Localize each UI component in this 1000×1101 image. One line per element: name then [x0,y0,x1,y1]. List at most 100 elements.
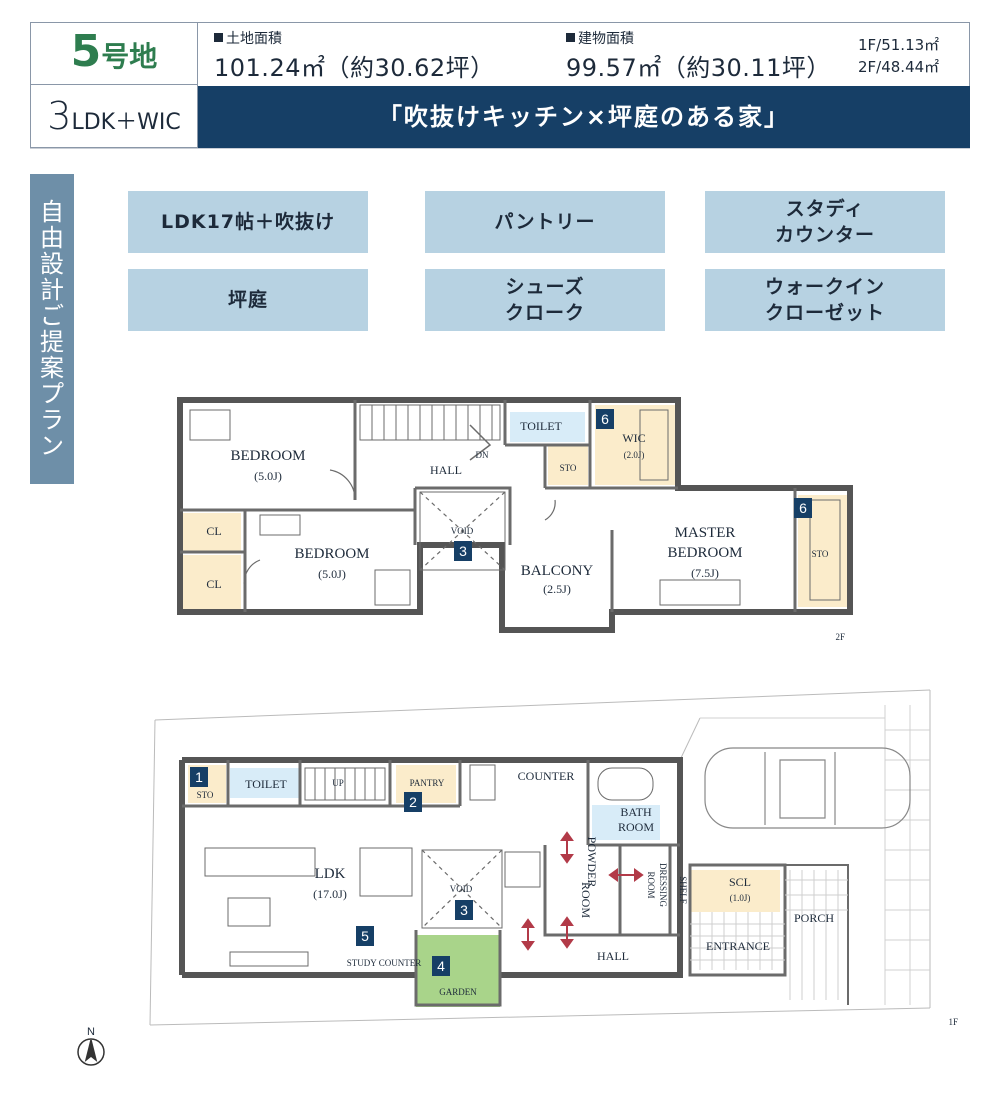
floor1-area: 1F/51.13㎡ [858,36,940,54]
floor2-area: 2F/48.44㎡ [858,58,940,76]
north-label: N [87,1026,95,1038]
svg-text:3: 3 [460,902,468,918]
cl1-fill [183,513,241,551]
tag-wic: 6 [596,409,614,429]
tag-sto: 6 [794,498,812,518]
dn-label: DN [476,450,489,460]
side-label-char: ラ [40,406,64,434]
master-label-1: MASTER [675,525,736,541]
master-size: (7.5J) [691,566,719,580]
powder-label-2: ROOM [579,882,593,918]
feature-ldk: LDK17帖＋吹抜け [128,191,368,253]
svg-text:2: 2 [409,794,417,810]
floor-areas: 1F/51.13㎡ 2F/48.44㎡ [858,34,939,78]
side-label-char: ン [40,432,64,460]
plan-1f-labels: STO TOILET UP PANTRY COUNTER BATH ROOM L… [87,767,958,1038]
bath-label-2: ROOM [618,820,654,834]
bedroom1-size: (5.0J) [254,469,282,483]
feature-study-counter: スタディカウンター [705,191,945,253]
pantry-label: PANTRY [410,778,445,788]
side-label-char: 案 [40,354,64,382]
sto-1f-label: STO [197,790,214,800]
cl1-label: CL [206,524,221,538]
feature-courtyard: 坪庭 [128,269,368,331]
wic-label: WIC [622,431,645,445]
building-area: 建物面積 99.57㎡（約30.11坪） [566,31,831,82]
side-label-char: 計 [40,276,64,304]
svg-text:3: 3 [459,543,467,559]
garden-fill [416,935,500,1007]
sto-label: STO [560,463,577,473]
svg-text:6: 6 [601,411,609,427]
svg-text:4: 4 [437,958,445,974]
plan-2f [177,397,853,633]
side-label-char: ご [40,302,64,330]
wic-size: (2.0J) [624,450,645,460]
lot-info: 5号地 3LDK＋WIC [30,22,198,148]
side-label-char: 自 [40,198,64,226]
porch-label: PORCH [794,911,834,925]
side-label-char: 設 [40,250,64,278]
master-label-2: BEDROOM [667,545,742,561]
side-label: 自由設計ご提案プラン [30,174,74,484]
feature-walk-in-closet: ウォークインクローゼット [705,269,945,331]
bath-label-1: BATH [620,805,652,819]
cl2-fill [183,555,241,610]
garden-label: GARDEN [439,987,477,997]
side-label-char: プ [40,380,64,408]
tag-1f-sto: 1 [190,767,208,787]
plan-type: 3LDK＋WIC [47,94,181,138]
svg-text:1: 1 [195,769,203,785]
counter-label: COUNTER [518,769,575,783]
bedroom2-size: (5.0J) [318,567,346,581]
feature-shoe-closet: シューズクローク [425,269,665,331]
north-arrow-icon [77,1038,105,1066]
ldk-label: LDK [315,866,346,882]
bullet-square-icon [214,33,223,42]
concept-banner: 「吹抜けキッチン×坪庭のある家」 [198,86,970,148]
tag-1f-pantry: 2 [404,792,422,812]
side-label-char: 由 [40,224,64,252]
floor-1f-label: 1F [948,1017,958,1027]
svg-text:6: 6 [799,500,807,516]
sto-fill [548,445,588,485]
balcony-label: BALCONY [521,563,594,579]
void-1f-label: VOID [450,884,473,894]
hall-label: HALL [430,463,462,477]
tag-void: 3 [454,541,472,561]
car-icon [704,747,911,829]
ldk-size: (17.0J) [313,887,347,901]
tag-1f-study: 5 [356,926,374,946]
toilet-fill [510,412,585,442]
void-label: VOID [451,526,474,536]
dressing-label-1: DRESSING [658,863,668,908]
bedroom1-label: BEDROOM [230,448,305,464]
study-label: STUDY COUNTER [347,958,421,968]
balcony-size: (2.5J) [543,582,571,596]
scl-size: (1.0J) [730,893,751,903]
feature-pantry: パントリー [425,191,665,253]
toilet-label: TOILET [520,419,562,433]
floor-2f-label: 2F [835,632,845,642]
svg-text:5: 5 [361,928,369,944]
lot-number: 5号地 [70,26,158,77]
land-area: 土地面積 101.24㎡（約30.62坪） [214,31,495,82]
side-label-char: 提 [40,328,64,356]
up-label: UP [332,778,344,788]
lot-divider [30,84,198,85]
tag-1f-void: 3 [455,900,473,920]
entrance-label: ENTRANCE [706,939,770,953]
shelf-label: SHELF [678,876,688,904]
bullet-square-icon [566,33,575,42]
header-rule [30,148,970,149]
plan-2f-labels: BEDROOM (5.0J) CL CL BEDROOM (5.0J) HALL… [206,409,845,642]
plan-1f [77,689,931,1066]
toilet-1f-label: TOILET [245,777,287,791]
dressing-label-2: ROOM [646,871,656,898]
scl-label: SCL [729,875,751,889]
powder-label-1: POWDER [585,837,599,888]
cl2-label: CL [206,577,221,591]
sto2-label: STO [812,549,829,559]
bedroom2-label: BEDROOM [294,546,369,562]
